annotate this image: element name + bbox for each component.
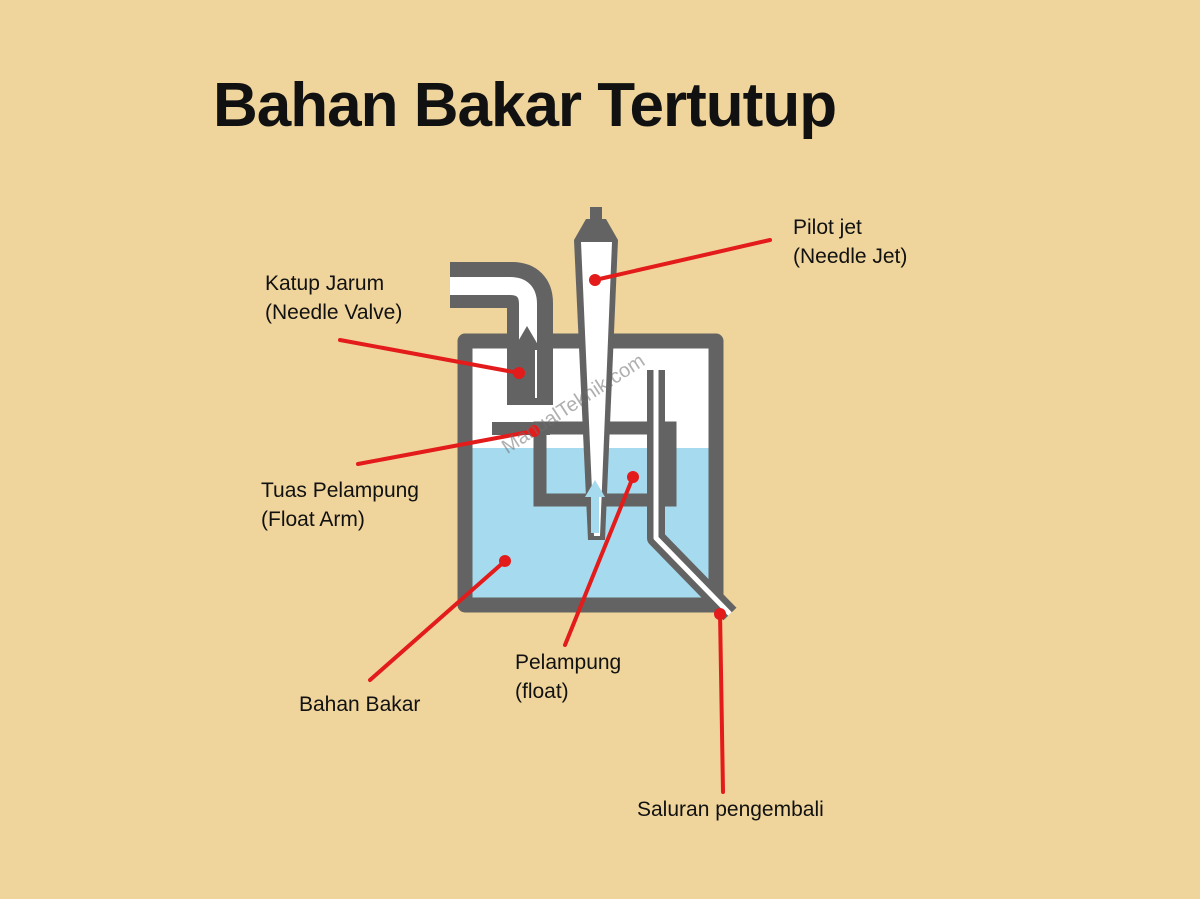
label-float-arm: Tuas Pelampung (Float Arm) xyxy=(261,476,419,534)
dot-float-arm xyxy=(528,425,540,437)
label-pilot-jet-line1: Pilot jet xyxy=(793,216,862,239)
dot-fuel xyxy=(499,555,511,567)
pilot-jet-tip xyxy=(590,207,602,219)
label-return-line: Saluran pengembali xyxy=(637,798,824,821)
label-pilot-jet-line2: (Needle Jet) xyxy=(793,245,908,268)
label-float-arm-line1: Tuas Pelampung xyxy=(261,479,419,502)
pointer-pilot-jet xyxy=(593,238,772,282)
pointer-float-arm xyxy=(356,429,536,466)
pilot-jet-bore xyxy=(581,242,612,536)
dot-float xyxy=(627,471,639,483)
label-float-line2: (float) xyxy=(515,680,569,703)
dot-pilot-jet xyxy=(589,274,601,286)
flow-arrow-head xyxy=(585,480,605,497)
label-needle-valve: Katup Jarum (Needle Valve) xyxy=(265,269,402,327)
dot-needle-valve xyxy=(513,367,525,379)
label-needle-valve-line1: Katup Jarum xyxy=(265,272,385,295)
label-fuel: Bahan Bakar xyxy=(299,693,421,716)
needle-valve xyxy=(513,326,541,400)
pointer-float xyxy=(563,475,635,647)
label-pilot-jet: Pilot jet (Needle Jet) xyxy=(793,213,907,271)
flow-arrow-shaft xyxy=(591,495,599,533)
pointer-fuel xyxy=(368,559,507,682)
pointer-return-line xyxy=(718,610,725,794)
pointer-lines xyxy=(338,238,772,794)
pointer-dots xyxy=(499,274,726,620)
label-float-line1: Pelampung xyxy=(515,651,622,674)
dot-return-line xyxy=(714,608,726,620)
fuel-inlet-bore xyxy=(450,277,537,398)
label-float-arm-line2: (Float Arm) xyxy=(261,508,365,531)
label-needle-valve-line2: (Needle Valve) xyxy=(265,301,403,324)
return-line-bore xyxy=(653,370,732,616)
diagram-title: Bahan Bakar Tertutup xyxy=(213,71,837,140)
label-float: Pelampung (float) xyxy=(515,648,621,706)
pointer-needle-valve xyxy=(338,338,521,375)
